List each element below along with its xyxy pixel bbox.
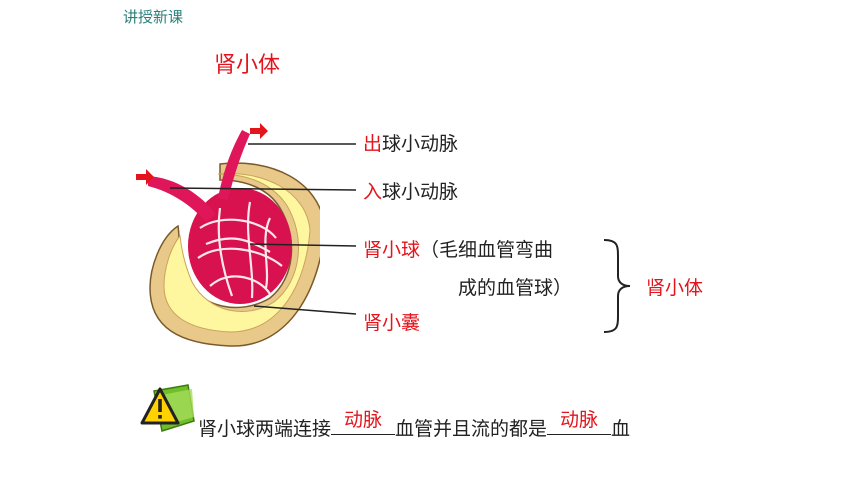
- label-glomerulus: 肾小球（毛细血管弯曲: [363, 235, 553, 262]
- label-afferent-rest: 球小动脉: [382, 181, 459, 203]
- label-capsule: 肾小囊: [363, 312, 421, 334]
- answer-2: 动脉: [560, 409, 599, 431]
- answer-blank-1[interactable]: 动脉: [331, 409, 396, 435]
- answer-1: 动脉: [344, 409, 383, 431]
- label-glomerulus-desc-line2: 成的血管球）: [458, 277, 573, 299]
- label-afferent-highlight: 入: [363, 181, 383, 203]
- answer-blank-2[interactable]: 动脉: [547, 409, 612, 435]
- curly-brace: [603, 239, 631, 333]
- label-glomerulus-desc-line1: （毛细血管弯曲: [420, 239, 554, 261]
- label-afferent-arteriole: 入球小动脉: [363, 177, 458, 204]
- afferent-arteriole: [148, 176, 216, 222]
- label-efferent-arteriole: 出球小动脉: [363, 129, 458, 156]
- question-part3: 血: [611, 418, 631, 440]
- header-title: 讲授新课: [123, 8, 184, 26]
- label-renal-corpuscle: 肾小体: [646, 277, 704, 299]
- question-part1: 肾小球两端连接: [198, 418, 332, 440]
- label-efferent-highlight: 出: [363, 133, 383, 155]
- label-glomerulus-name: 肾小球: [363, 239, 421, 261]
- question-part2: 血管并且流的都是: [395, 418, 548, 440]
- question-sentence: 肾小球两端连接动脉血管并且流的都是动脉血: [198, 409, 631, 441]
- flow-arrow-icon: [136, 169, 154, 185]
- renal-corpuscle-diagram: [136, 123, 320, 347]
- label-efferent-rest: 球小动脉: [382, 133, 459, 155]
- efferent-arteriole: [218, 130, 250, 200]
- warning-icon: [140, 384, 195, 432]
- flow-arrow-icon: [250, 123, 268, 139]
- page-title: 肾小体: [214, 53, 281, 78]
